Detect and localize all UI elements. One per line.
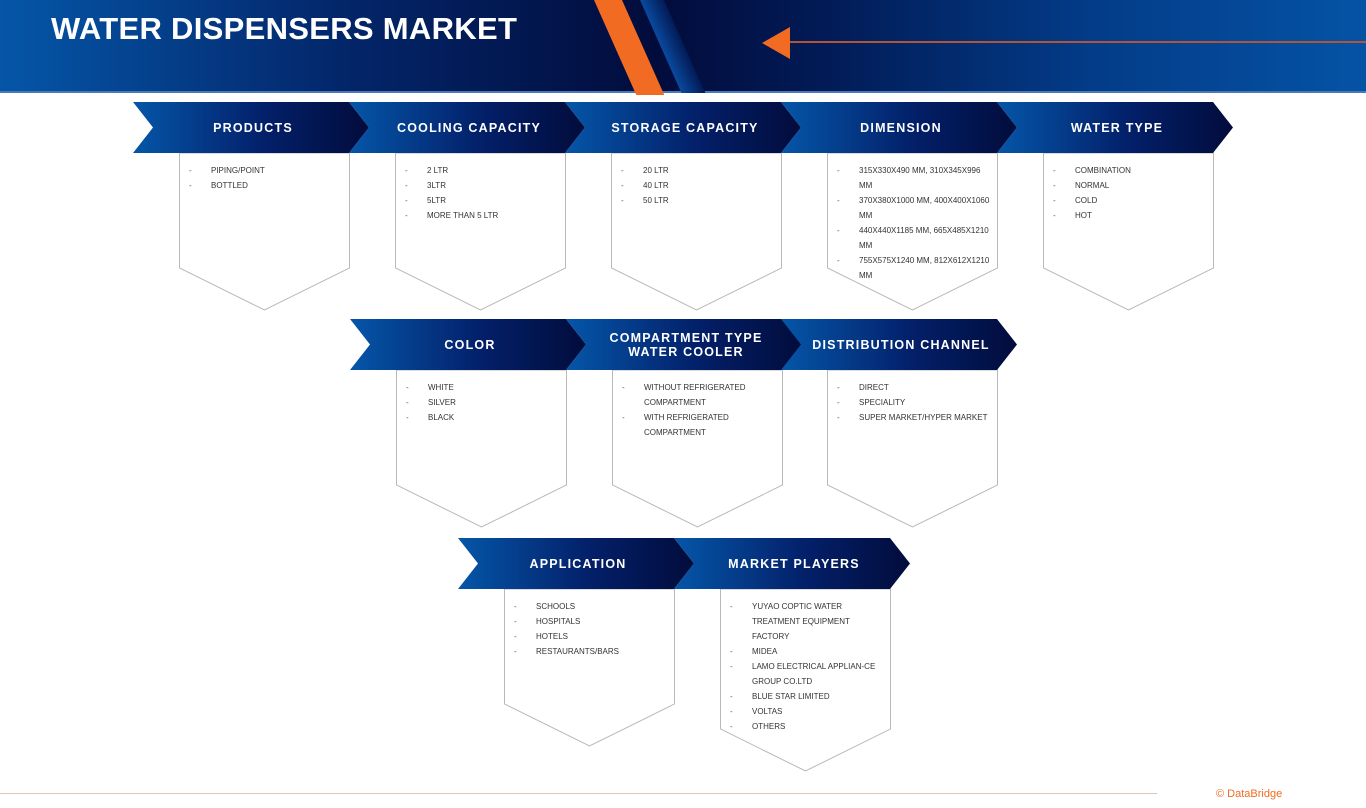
brand-logo: © DataBridge xyxy=(1216,788,1283,800)
page-title: WATER DISPENSERS MARKET xyxy=(51,11,518,46)
segment-items: 315X330X490 MM, 310X345X996 MM370X380X10… xyxy=(837,163,990,283)
segment-item: DIRECT xyxy=(837,380,990,395)
segment-header-products: PRODUCTS xyxy=(133,102,369,153)
segment-box-compartment-type-water-cooler: WITHOUT REFRIGERATED COMPARTMENTWITH REF… xyxy=(612,369,783,528)
segment-item: VOLTAS xyxy=(730,704,883,719)
segment-box-storage-capacity: 20 LTR40 LTR50 LTR xyxy=(611,152,782,311)
segment-item: YUYAO COPTIC WATER TREATMENT EQUIPMENT F… xyxy=(730,599,883,644)
segment-item: 5LTR xyxy=(405,193,558,208)
segment-item: 315X330X490 MM, 310X345X996 MM xyxy=(837,163,990,193)
segment-box-products: PIPING/POINTBOTTLED xyxy=(179,152,350,311)
segment-item: BOTTLED xyxy=(189,178,342,193)
segment-item: BLACK xyxy=(406,410,559,425)
segment-items: COMBINATIONNORMALCOLDHOT xyxy=(1053,163,1206,223)
segment-header-market-players: MARKET PLAYERS xyxy=(674,538,910,589)
footer-divider xyxy=(0,793,1157,794)
segment-item: MORE THAN 5 LTR xyxy=(405,208,558,223)
segment-item: OTHERS xyxy=(730,719,883,734)
segment-item: COLD xyxy=(1053,193,1206,208)
segment-items: WHITESILVERBLACK xyxy=(406,380,559,425)
segment-items: YUYAO COPTIC WATER TREATMENT EQUIPMENT F… xyxy=(730,599,883,734)
segment-item: WITH REFRIGERATED COMPARTMENT xyxy=(622,410,775,440)
segment-item: 755X575X1240 MM, 812X612X1210 MM xyxy=(837,253,990,283)
segment-box-application: SCHOOLSHOSPITALSHOTELSRESTAURANTS/BARS xyxy=(504,588,675,747)
segment-item: WITHOUT REFRIGERATED COMPARTMENT xyxy=(622,380,775,410)
segment-items: 2 LTR3LTR5LTRMORE THAN 5 LTR xyxy=(405,163,558,223)
segment-items: PIPING/POINTBOTTLED xyxy=(189,163,342,193)
segment-header-storage-capacity: STORAGE CAPACITY xyxy=(565,102,801,153)
segment-box-dimension: 315X330X490 MM, 310X345X996 MM370X380X10… xyxy=(827,152,998,311)
segment-box-distribution-channel: DIRECTSPECIALITYSUPER MARKET/HYPER MARKE… xyxy=(827,369,998,528)
segment-item: 440X440X1185 MM, 665X485X1210 MM xyxy=(837,223,990,253)
segment-item: BLUE STAR LIMITED xyxy=(730,689,883,704)
arrow-line xyxy=(790,41,1366,43)
segment-item: 370X380X1000 MM, 400X400X1060 MM xyxy=(837,193,990,223)
segment-header-compartment-type-water-cooler: COMPARTMENT TYPE WATER COOLER xyxy=(566,319,802,370)
segment-items: DIRECTSPECIALITYSUPER MARKET/HYPER MARKE… xyxy=(837,380,990,425)
segment-items: 20 LTR40 LTR50 LTR xyxy=(621,163,774,208)
segment-header-cooling-capacity: COOLING CAPACITY xyxy=(349,102,585,153)
segment-item: NORMAL xyxy=(1053,178,1206,193)
segment-box-cooling-capacity: 2 LTR3LTR5LTRMORE THAN 5 LTR xyxy=(395,152,566,311)
segment-item: HOT xyxy=(1053,208,1206,223)
segment-items: SCHOOLSHOSPITALSHOTELSRESTAURANTS/BARS xyxy=(514,599,667,659)
segment-header-color: COLOR xyxy=(350,319,586,370)
segment-header-dimension: DIMENSION xyxy=(781,102,1017,153)
segment-item: 3LTR xyxy=(405,178,558,193)
segment-item: SCHOOLS xyxy=(514,599,667,614)
segment-item: MIDEA xyxy=(730,644,883,659)
segment-header-water-type: WATER TYPE xyxy=(997,102,1233,153)
segment-box-market-players: YUYAO COPTIC WATER TREATMENT EQUIPMENT F… xyxy=(720,588,891,772)
segment-box-water-type: COMBINATIONNORMALCOLDHOT xyxy=(1043,152,1214,311)
segment-item: PIPING/POINT xyxy=(189,163,342,178)
segment-item: SILVER xyxy=(406,395,559,410)
arrow-left-icon xyxy=(762,27,790,59)
segment-item: 2 LTR xyxy=(405,163,558,178)
segment-item: WHITE xyxy=(406,380,559,395)
segment-item: LAMO ELECTRICAL APPLIAN-CE GROUP CO.LTD xyxy=(730,659,883,689)
segment-item: 20 LTR xyxy=(621,163,774,178)
segment-box-color: WHITESILVERBLACK xyxy=(396,369,567,528)
header-banner: WATER DISPENSERS MARKET xyxy=(0,0,1366,95)
segment-item: SPECIALITY xyxy=(837,395,990,410)
segment-item: HOTELS xyxy=(514,629,667,644)
segment-header-distribution-channel: DISTRIBUTION CHANNEL xyxy=(781,319,1017,370)
segment-item: 40 LTR xyxy=(621,178,774,193)
segment-items: WITHOUT REFRIGERATED COMPARTMENTWITH REF… xyxy=(622,380,775,440)
segment-item: SUPER MARKET/HYPER MARKET xyxy=(837,410,990,425)
segment-item: HOSPITALS xyxy=(514,614,667,629)
segment-item: COMBINATION xyxy=(1053,163,1206,178)
segment-item: 50 LTR xyxy=(621,193,774,208)
segment-item: RESTAURANTS/BARS xyxy=(514,644,667,659)
segment-header-application: APPLICATION xyxy=(458,538,694,589)
